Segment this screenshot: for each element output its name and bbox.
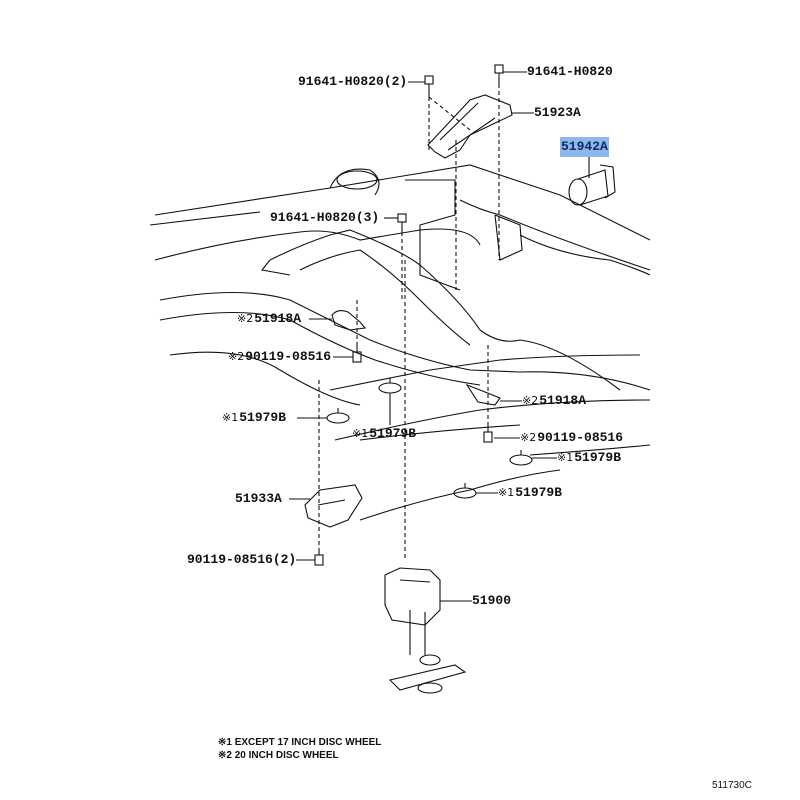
footnote-2: ※2 20 INCH DISC WHEEL (218, 750, 339, 761)
note-marker: ※2 (237, 312, 254, 325)
part-label-91641-h0820-3[interactable]: 91641-H0820(3) (270, 210, 379, 226)
part-label-51933a[interactable]: 51933A (235, 491, 282, 507)
diagram-code: 511730C (712, 780, 752, 791)
part-label-51900[interactable]: 51900 (472, 593, 511, 609)
part-code: 51979B (369, 426, 417, 441)
part-label-51918a[interactable]: ※251918A (237, 311, 301, 327)
spare-tire-carrier-51900 (384, 567, 467, 694)
part-code: 90119-08516 (537, 430, 624, 445)
part-label-90119-08516[interactable]: ※290119-08516 (520, 430, 623, 446)
part-code: 51979B (574, 450, 622, 465)
part-label-51979b[interactable]: ※151979B (222, 410, 286, 426)
part-label-51942a-selected[interactable]: 51942A (560, 137, 609, 157)
note-marker: ※2 (520, 431, 537, 444)
part-label-51979b[interactable]: ※151979B (352, 426, 416, 442)
part-code: 51979B (515, 485, 563, 500)
part-code: 90119-08516 (245, 349, 332, 364)
part-label-51918a[interactable]: ※251918A (522, 393, 586, 409)
bracket-51933a (304, 484, 363, 528)
note-marker: ※1 (222, 411, 239, 424)
part-code: 91641-H0820(3) (270, 210, 380, 225)
dashed-guides (318, 84, 500, 560)
note-marker: ※2 (522, 394, 539, 407)
part-code: 51923A (534, 105, 581, 120)
part-code: 91641-H0820 (527, 64, 613, 79)
part-label-51923a[interactable]: 51923A (534, 105, 581, 121)
part-label-90119-08516-2[interactable]: 90119-08516(2) (187, 552, 296, 568)
part-label-51979b[interactable]: ※151979B (498, 485, 562, 501)
part-label-51979b[interactable]: ※151979B (557, 450, 621, 466)
part-code: 91641-H0820(2) (298, 74, 408, 89)
part-label-91641-h0820[interactable]: 91641-H0820 (527, 64, 613, 80)
part-code: 51918A (539, 393, 587, 408)
footnote-1: ※1 EXCEPT 17 INCH DISC WHEEL (218, 737, 382, 748)
part-code: 51900 (472, 593, 512, 608)
part-label-91641-h0820-2[interactable]: 91641-H0820(2) (298, 74, 407, 90)
frame-outline (149, 164, 651, 521)
part-label-90119-08516[interactable]: ※290119-08516 (228, 349, 331, 365)
note-marker: ※1 (498, 486, 515, 499)
leader-lines (289, 71, 557, 602)
note-marker: ※1 (352, 427, 369, 440)
part-code: 51942A (561, 139, 608, 154)
note-marker: ※1 (557, 451, 574, 464)
part-code: 51979B (239, 410, 287, 425)
part-code: 90119-08516(2) (187, 552, 297, 567)
part-code: 51933A (235, 491, 282, 506)
note-marker: ※2 (228, 350, 245, 363)
part-51942a (568, 157, 616, 206)
part-code: 51918A (254, 311, 302, 326)
